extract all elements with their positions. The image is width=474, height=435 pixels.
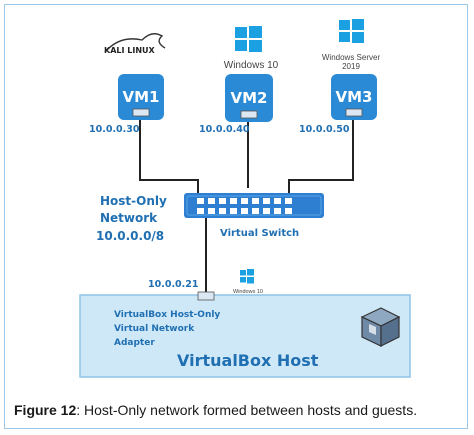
adapter-label-line1: VirtualBox Host-Only <box>114 310 220 320</box>
network-label-line1: Host-Only <box>100 194 167 208</box>
vm2-node: VM2 <box>225 74 273 122</box>
windows-server-logo <box>339 19 364 43</box>
kali-linux-logo: KALI LINUX <box>104 33 166 55</box>
network-label-line3: 10.0.0.0/8 <box>96 229 164 243</box>
wire-vm3 <box>288 120 354 198</box>
host-title: VirtualBox Host <box>177 351 319 370</box>
adapter-label-line3: Adapter <box>114 338 155 348</box>
vm1-ip: 10.0.0.30 <box>89 124 140 135</box>
host-adapter-port <box>197 291 215 301</box>
host-os-label: Windows 10 <box>233 289 263 295</box>
switch-label: Virtual Switch <box>220 228 299 239</box>
vm3-node: VM3 <box>331 74 377 120</box>
switch-ports <box>197 198 292 214</box>
network-label-line2: Network <box>100 211 158 225</box>
vm3-os-label: Windows Server <box>322 53 381 62</box>
network-wires <box>139 120 354 296</box>
windows10-logo-vm2 <box>235 26 262 52</box>
vm1-label: VM1 <box>123 88 160 106</box>
vm3-os-sublabel: 2019 <box>342 62 360 71</box>
vm1-node: VM1 <box>118 74 164 120</box>
windows10-logo-host <box>240 269 254 284</box>
vm2-label: VM2 <box>231 89 268 107</box>
vm1-os-label: KALI LINUX <box>104 46 156 55</box>
adapter-label-line2: Virtual Network <box>114 324 195 334</box>
figure-caption: Figure 12: Host-Only network formed betw… <box>14 400 464 422</box>
wire-vm1 <box>139 120 199 198</box>
vm3-label: VM3 <box>336 88 373 106</box>
virtualbox-host-box <box>79 291 411 378</box>
caption-label: Figure 12 <box>14 402 77 418</box>
vm2-os-label: Windows 10 <box>224 60 279 71</box>
virtual-switch <box>184 193 324 218</box>
virtualbox-logo <box>360 307 401 347</box>
vm3-ip: 10.0.0.50 <box>299 124 350 135</box>
host-ip: 10.0.0.21 <box>148 279 199 290</box>
vm2-ip: 10.0.0.40 <box>199 124 250 135</box>
caption-text: : Host-Only network formed between hosts… <box>76 402 418 418</box>
